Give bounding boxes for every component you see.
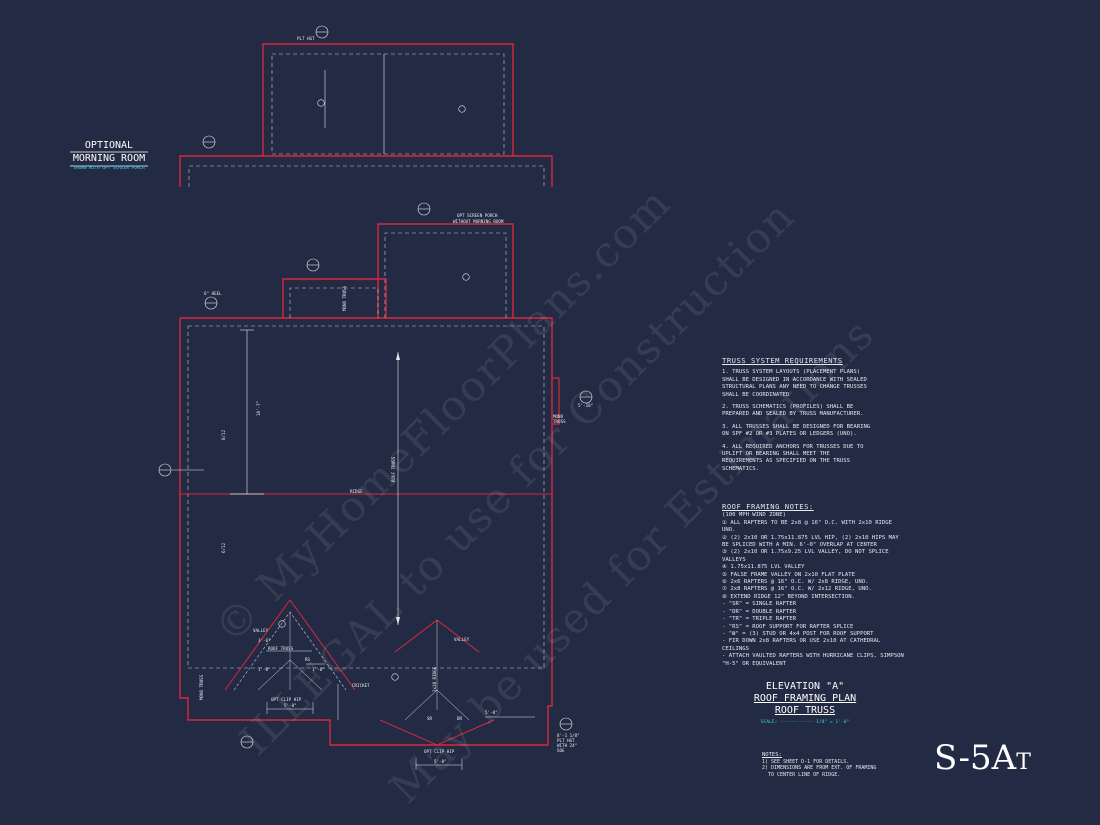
roof-framing-notes: ROOF FRAMING NOTES: (100 MPH WIND ZONE) … — [722, 503, 907, 668]
roof-framing-notes-title: ROOF FRAMING NOTES: — [722, 502, 814, 511]
label-dim-5-0-right: 5'-0" — [434, 759, 447, 764]
optional-room-title: OPTIONAL MORNING ROOM SHOWN WITH OPT SCR… — [64, 139, 154, 172]
label-mono-truss-left: MONO TRUSS — [199, 674, 204, 700]
label-without-morning-room: WITHOUT MORNING ROOM — [453, 219, 504, 224]
label-cricket: CRICKET — [352, 683, 370, 688]
label-sr: SR — [427, 716, 433, 721]
label-hip-ridge: 2x10 RIDGE — [432, 666, 437, 692]
general-notes-title: NOTES: — [762, 752, 782, 758]
rf-note-9: - "SR" = SINGLE RAFTER — [722, 601, 797, 608]
label-roof-truss-main: ROOF TRUSS — [391, 456, 396, 482]
rf-note-12: - "RS" = ROOF SUPPORT FOR RAFTER SPLICE — [722, 623, 854, 630]
rf-note-13: - "⊠" = (3) STUD OR 4x4 POST FOR ROOF SU… — [722, 630, 874, 637]
label-dim-1-0-b: 1'-0" — [312, 667, 325, 672]
label-mono-truss-right: MONO TRUSS — [553, 414, 566, 424]
rf-note-6: ⑥ 2x6 RAFTERS @ 16" O.C. W/ 2x8 RIDGE, U… — [722, 579, 869, 586]
truss-requirements: TRUSS SYSTEM REQUIREMENTS 1. TRUSS SYSTE… — [722, 357, 872, 478]
truss-req-item-3: 3. ALL TRUSSES SHALL BE DESIGNED FOR BEA… — [722, 423, 871, 438]
drawing-title-block: ELEVATION "A" ROOF FRAMING PLAN ROOF TRU… — [730, 681, 880, 725]
label-ridge: RIDGE — [350, 489, 363, 494]
label-plt-ht: PLT HGT — [297, 36, 315, 41]
title-line2: ROOF FRAMING PLAN — [753, 693, 857, 704]
rf-note-1: ① ALL RAFTERS TO BE 2x8 @ 16" O.C. WITH … — [722, 519, 893, 534]
sheet-number-main: S-5A — [934, 738, 1017, 778]
optional-room-note: SHOWN WITH OPT SCREEN PORCH — [73, 166, 145, 171]
truss-req-item-1: 1. TRUSS SYSTEM LAYOUTS (PLACEMENT PLANS… — [722, 369, 867, 398]
truss-req-item-4: 4. ALL REQUIRED ANCHORS FOR TRUSSES DUE … — [722, 443, 864, 472]
optional-room-line2: MORNING ROOM — [72, 153, 146, 164]
rf-note-5: ⑤ FALSE FRAME VALLEY ON 2x10 FLAT PLATE — [722, 571, 855, 578]
sheet-number-suffix: T — [1016, 750, 1031, 775]
general-note-2: 2) DIMENSIONS ARE FROM EXT. OF FRAMING T… — [762, 765, 877, 778]
label-left-span: 18'-7" — [256, 400, 261, 416]
title-line3: ROOF TRUSS — [774, 705, 836, 716]
truss-req-item-2: 2. TRUSS SCHEMATICS (PROFILES) SHALL BE … — [722, 404, 864, 418]
rf-note-7: ⑦ 2x8 RAFTERS @ 16" O.C. W/ 2x12 RIDGE, … — [722, 586, 872, 593]
label-rs: RS — [305, 657, 311, 662]
label-dr: DR — [457, 716, 463, 721]
rf-note-8: ⑧ EXTEND RIDGE 12" BEYOND INTERSECTION. — [722, 593, 855, 600]
label-opt-screen-porch: OPT SCREEN PORCH — [457, 213, 498, 218]
main-roof-outline — [172, 223, 560, 770]
sheet-number: S-5AT — [934, 738, 1031, 778]
rf-note-4: ④ 1.75x11.875 LVL VALLEY — [722, 564, 805, 571]
title-scale: SCALE: ------------ 1/8" = 1'-0" — [760, 720, 850, 725]
label-valley-right: VALLEY — [454, 637, 470, 642]
label-opt-clip-hip-right: OPT CLIP HIP — [424, 749, 455, 754]
label-mono-truss-top: MONO TRUSS — [342, 285, 347, 311]
rf-note-2: ② (2) 2x10 OR 1.75x11.875 LVL HIP, (2) 2… — [722, 534, 899, 549]
rf-note-3: ③ (2) 2x10 OR 1.75x9.25 LVL VALLEY, DO N… — [722, 549, 889, 563]
label-heel: 6" HEEL — [204, 291, 222, 296]
label-dim-1-0-a: 1'-0" — [258, 667, 271, 672]
label-dim-5-10: 5'-10" — [578, 403, 594, 408]
general-note-1: 1) SEE SHEET D-1 FOR DETAILS. — [762, 758, 850, 765]
rf-note-14: - FIR DOWN 2x8 RAFTERS OR USE 2x10 AT CA… — [722, 638, 881, 652]
rf-note-15: - ATTACH VAULTED RAFTERS WITH HURRICANE … — [722, 653, 904, 667]
label-plt-hgt-right: 8'-1 1/8" PLT HGT WITH 24" SOE — [557, 733, 580, 753]
rf-note-10: - "DR" = DOUBLE RAFTER — [722, 608, 797, 615]
label-pitch-b: 6/12 — [221, 542, 226, 553]
label-roof-truss-hip: ROOF TRUSS — [268, 646, 294, 651]
rf-note-11: - "TR" = TRIPLE RAFTER — [722, 616, 797, 623]
label-valley-left: VALLEY — [253, 628, 269, 633]
optional-room-line1: OPTIONAL — [84, 140, 134, 151]
title-line1: ELEVATION "A" — [765, 681, 845, 692]
general-notes: NOTES: 1) SEE SHEET D-1 FOR DETAILS. 2) … — [762, 752, 882, 778]
morning-room-roof — [179, 43, 553, 187]
truss-requirements-title: TRUSS SYSTEM REQUIREMENTS — [722, 356, 843, 365]
label-pitch-a: 8/12 — [221, 429, 226, 440]
label-dim-5-0-bottom: 5'-0" — [485, 710, 498, 715]
label-opt-clip-hip-left: OPT CLIP HIP — [271, 697, 302, 702]
label-dim-5-0-left: 5'-0" — [284, 703, 297, 708]
label-dim-3-6: 3'-6" — [258, 638, 271, 643]
rf-note-0: (100 MPH WIND ZONE) — [722, 512, 786, 519]
section-callouts — [158, 25, 593, 749]
